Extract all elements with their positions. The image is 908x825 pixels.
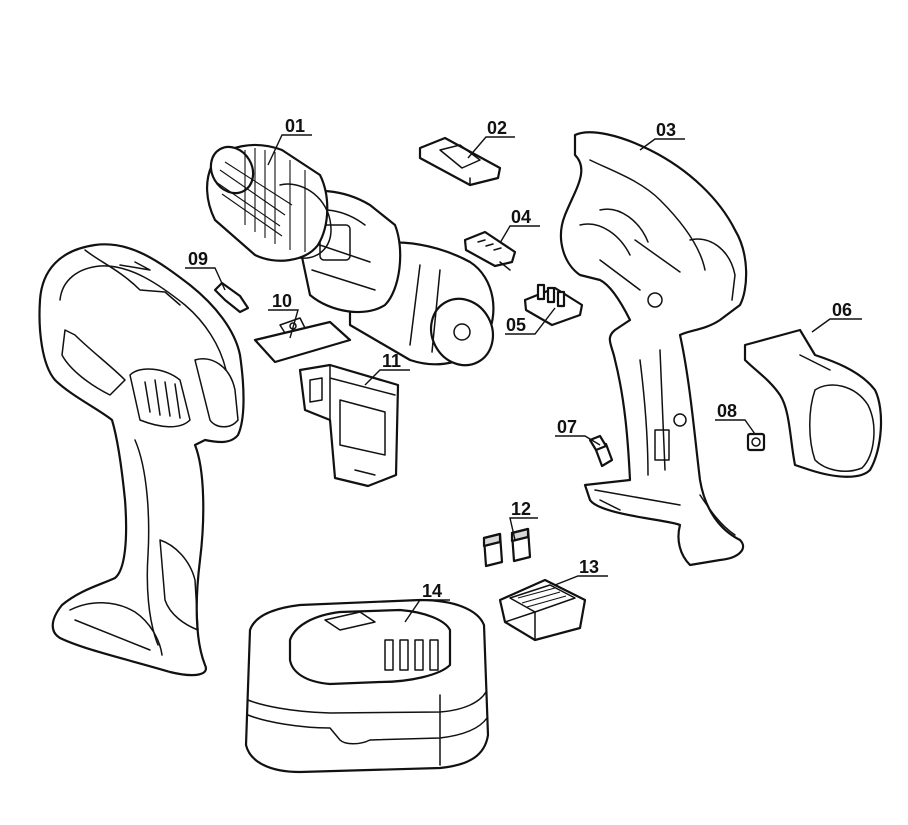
callout-04: 04 bbox=[499, 207, 540, 244]
direction-switch-slider bbox=[418, 136, 502, 187]
callout-label: 08 bbox=[717, 401, 737, 421]
callout-09: 09 bbox=[185, 249, 226, 291]
clip bbox=[213, 281, 250, 314]
callout-02: 02 bbox=[467, 118, 515, 159]
right-housing-half bbox=[560, 131, 748, 567]
callout-label: 14 bbox=[422, 581, 442, 601]
callout-05: 05 bbox=[505, 307, 556, 335]
callout-10: 10 bbox=[268, 291, 299, 339]
callout-14: 14 bbox=[404, 581, 450, 623]
callout-06: 06 bbox=[811, 300, 862, 333]
callout-13: 13 bbox=[554, 557, 608, 586]
terminal-block bbox=[523, 283, 584, 327]
callout-12: 12 bbox=[509, 499, 538, 541]
nut bbox=[746, 432, 766, 452]
callout-label: 04 bbox=[511, 207, 531, 227]
battery-pack bbox=[244, 598, 490, 774]
callout-label: 10 bbox=[272, 291, 292, 311]
callout-label: 07 bbox=[557, 417, 577, 437]
switch-lever bbox=[463, 230, 517, 271]
callout-01: 01 bbox=[267, 116, 312, 166]
callout-label: 03 bbox=[656, 120, 676, 140]
callout-label: 09 bbox=[188, 249, 208, 269]
callout-11: 11 bbox=[364, 351, 410, 386]
callout-label: 05 bbox=[506, 315, 526, 335]
callout-label: 13 bbox=[579, 557, 599, 577]
callout-label: 06 bbox=[832, 300, 852, 320]
callout-08: 08 bbox=[715, 401, 756, 435]
battery-terminal-holder bbox=[498, 578, 587, 642]
callout-03: 03 bbox=[639, 120, 685, 151]
callout-label: 02 bbox=[487, 118, 507, 138]
rear-cover bbox=[743, 328, 883, 478]
chuck-gearbox-motor-assembly bbox=[206, 143, 495, 367]
trigger-switch bbox=[298, 363, 400, 488]
contact-plate bbox=[253, 317, 352, 364]
callout-label: 11 bbox=[382, 351, 401, 371]
callout-label: 01 bbox=[285, 116, 305, 136]
left-housing-half bbox=[38, 243, 245, 677]
callout-label: 12 bbox=[511, 499, 531, 519]
callout-07: 07 bbox=[555, 417, 601, 446]
battery-contacts bbox=[482, 527, 532, 568]
